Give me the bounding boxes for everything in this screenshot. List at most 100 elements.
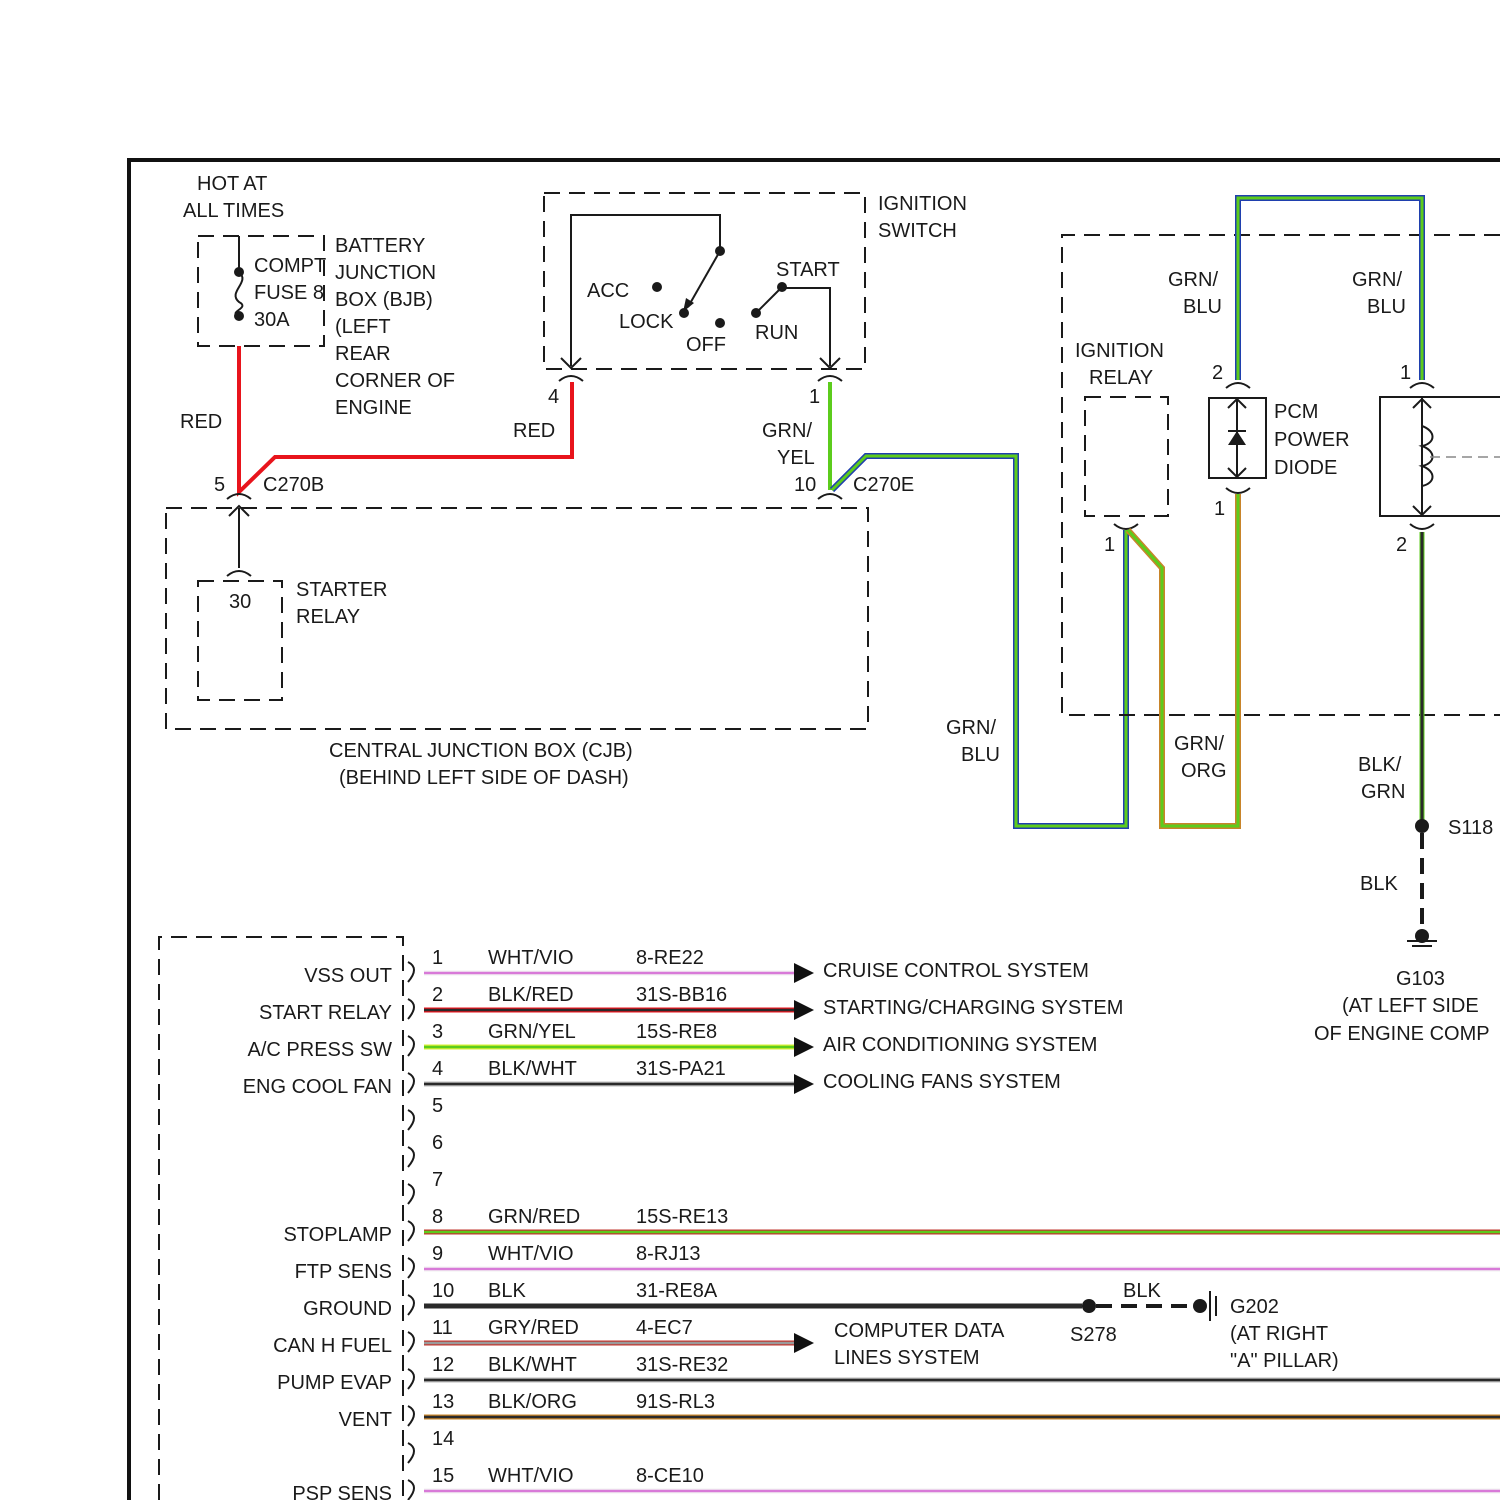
lock-label: LOCK bbox=[619, 311, 674, 333]
off-label: OFF bbox=[686, 334, 726, 356]
pcm-wire-arrow bbox=[794, 1000, 814, 1020]
ground-g202-icon bbox=[1210, 1291, 1216, 1321]
pcm-wire-arrow bbox=[794, 1037, 814, 1057]
wire-label-grn-blu-low-1: GRN/ bbox=[946, 717, 996, 739]
pcm-pin-bracket bbox=[408, 1295, 414, 1315]
ground-g202-label: G202 bbox=[1230, 1296, 1279, 1318]
c270e-connector bbox=[818, 494, 842, 499]
wire-label-grn-blu-right-2: BLU bbox=[1367, 296, 1406, 318]
pcm-pin-number: 10 bbox=[432, 1280, 454, 1302]
diode-pin1-connector bbox=[1226, 488, 1250, 493]
pcm-wire-arrow bbox=[794, 963, 814, 983]
splice-s118-label: S118 bbox=[1448, 817, 1493, 839]
pcm-pin-number: 9 bbox=[432, 1243, 443, 1265]
pcm-pin-number: 1 bbox=[432, 947, 443, 969]
ignition-switch-title-1: IGNITION bbox=[878, 193, 967, 215]
wire-label-grn-blu-left-1: GRN/ bbox=[1168, 269, 1218, 291]
diode-symbol bbox=[1228, 431, 1246, 445]
computer-data-label-2: LINES SYSTEM bbox=[834, 1347, 980, 1369]
pcm-pin-bracket bbox=[408, 1036, 414, 1056]
pcm-pin-number: 12 bbox=[432, 1354, 454, 1376]
pcm-wire-arrow bbox=[794, 1074, 814, 1094]
pcm-pin-number: 15 bbox=[432, 1465, 454, 1487]
fuse-label-amps: 30A bbox=[254, 309, 290, 331]
acc-contact bbox=[652, 282, 662, 292]
pcm-pin-bracket bbox=[408, 1480, 414, 1500]
ground-g202-loc-1: (AT RIGHT bbox=[1230, 1323, 1328, 1345]
c270b-pin-5: 5 bbox=[214, 474, 225, 496]
pcm-wire-color: GRN/RED bbox=[488, 1206, 580, 1228]
wire-label-red-1: RED bbox=[180, 411, 222, 433]
wire-label-grn-org-2: ORG bbox=[1181, 760, 1227, 782]
fuse-label-compt: COMPT bbox=[254, 255, 326, 277]
pcm-circuit-id: 15S-RE8 bbox=[636, 1021, 717, 1043]
pcm-pin-label: GROUND bbox=[303, 1298, 392, 1320]
pcm-pin-number: 14 bbox=[432, 1428, 454, 1450]
pcm-diode-label-2: POWER bbox=[1274, 429, 1350, 451]
pcm-circuit-id: 8-CE10 bbox=[636, 1465, 704, 1487]
switch-blade bbox=[688, 251, 720, 307]
pcm-pin-bracket bbox=[408, 1258, 414, 1278]
bjb-label-4: (LEFT bbox=[335, 316, 391, 338]
c270b-label: C270B bbox=[263, 474, 324, 496]
wire-label-blk-g202: BLK bbox=[1123, 1280, 1161, 1302]
pcm-circuit-id: 4-EC7 bbox=[636, 1317, 693, 1339]
pcm-circuit-id: 31S-PA21 bbox=[636, 1058, 726, 1080]
wire-label-red-2: RED bbox=[513, 420, 555, 442]
pcm-pin-number: 4 bbox=[432, 1058, 443, 1080]
start-label: START bbox=[776, 259, 840, 281]
pcm-wire-color: BLK/WHT bbox=[488, 1058, 577, 1080]
ground-g103-loc-1: (AT LEFT SIDE bbox=[1342, 995, 1479, 1017]
computer-data-label-1: COMPUTER DATA bbox=[834, 1320, 1005, 1342]
grn-blu-wire-cjb-outline bbox=[832, 456, 1126, 826]
wire-label-grn-yel-2: YEL bbox=[777, 447, 815, 469]
fuse-icon bbox=[236, 272, 243, 316]
pcm-diode-label-1: PCM bbox=[1274, 401, 1318, 423]
pcm-pin-label: START RELAY bbox=[259, 1002, 392, 1024]
pcm-pin-number: 5 bbox=[432, 1095, 443, 1117]
ignition-relay-label-2: RELAY bbox=[1089, 367, 1153, 389]
grn-blu-wire-cjb bbox=[832, 456, 1126, 826]
wire-label-grn-blu-low-2: BLU bbox=[961, 744, 1000, 766]
pcm-pin-number: 3 bbox=[432, 1021, 443, 1043]
coil-pin-2: 2 bbox=[1396, 534, 1407, 556]
hot-at-label: HOT AT bbox=[197, 173, 267, 195]
bjb-label-5: REAR bbox=[335, 343, 391, 365]
pcm-wire-color: BLK/RED bbox=[488, 984, 574, 1006]
pcm-wire-color: BLK/ORG bbox=[488, 1391, 577, 1413]
ignition-relay-label-1: IGNITION bbox=[1075, 340, 1164, 362]
ignition-relay-pin-1: 1 bbox=[1104, 534, 1115, 556]
splice-s118 bbox=[1415, 819, 1429, 833]
pcm-pin-label: CAN H FUEL bbox=[273, 1335, 392, 1357]
off-contact bbox=[715, 318, 725, 328]
cjb-caption-2: (BEHIND LEFT SIDE OF DASH) bbox=[339, 767, 629, 789]
wire-label-blk-grn-1: BLK/ bbox=[1358, 754, 1402, 776]
pcm-pin-label: VENT bbox=[339, 1409, 392, 1431]
pcm-wire-color: GRN/YEL bbox=[488, 1021, 576, 1043]
wire-label-grn-blu-left-2: BLU bbox=[1183, 296, 1222, 318]
pcm-diode-label-3: DIODE bbox=[1274, 457, 1337, 479]
pcm-destination-label: AIR CONDITIONING SYSTEM bbox=[823, 1034, 1097, 1056]
ground-g202-point bbox=[1193, 1299, 1207, 1313]
switch-pin-1: 1 bbox=[809, 386, 820, 408]
cjb-caption-1: CENTRAL JUNCTION BOX (CJB) bbox=[329, 740, 633, 762]
pcm-pin-label: ENG COOL FAN bbox=[243, 1076, 392, 1098]
pcm-pin-bracket bbox=[408, 1406, 414, 1426]
pcm-pin-label: VSS OUT bbox=[304, 965, 392, 987]
pcm-pin-label: A/C PRESS SW bbox=[248, 1039, 393, 1061]
pcm-pin-bracket bbox=[408, 1147, 414, 1167]
wire-label-blk: BLK bbox=[1360, 873, 1398, 895]
pcm-wire-color: BLK/WHT bbox=[488, 1354, 577, 1376]
wire-label-grn-org-1: GRN/ bbox=[1174, 733, 1224, 755]
diode-pin-1: 1 bbox=[1214, 498, 1225, 520]
pcm-pin-number: 6 bbox=[432, 1132, 443, 1154]
bjb-label-2: JUNCTION bbox=[335, 262, 436, 284]
coil-pin1-connector bbox=[1410, 383, 1434, 388]
splice-s278-label: S278 bbox=[1070, 1324, 1117, 1346]
pcm-wire-color: WHT/VIO bbox=[488, 1243, 574, 1265]
starter-relay-label-1: STARTER bbox=[296, 579, 388, 601]
pcm-pin-label: FTP SENS bbox=[295, 1261, 392, 1283]
pcm-pin-bracket bbox=[408, 1443, 414, 1463]
